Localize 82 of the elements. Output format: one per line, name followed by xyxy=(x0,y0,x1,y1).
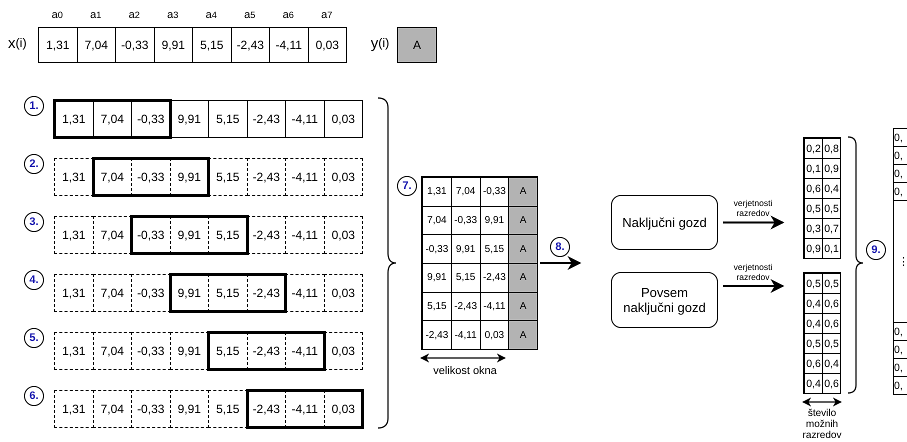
table-cell: 5,15 xyxy=(208,100,248,138)
table-cell: 0,2 xyxy=(804,138,823,159)
table-cell: 1,31 xyxy=(54,216,94,254)
callout-number: 7. xyxy=(397,176,417,196)
table-cell: 7,04 xyxy=(76,27,116,63)
table-cell: -4,11 xyxy=(285,216,324,254)
table-cell: 7,04 xyxy=(92,390,132,428)
table-cell: 7,04 xyxy=(92,274,132,312)
table-cell: A xyxy=(508,292,538,322)
table-cell: 9,91 xyxy=(170,100,209,138)
edge-label: verjetnosti razredov xyxy=(732,197,774,220)
table-cell: ⋮ xyxy=(893,200,907,323)
table-cell: 1,31 xyxy=(422,177,452,207)
table-cell: 0, xyxy=(893,128,907,147)
table-cell: -0,33 xyxy=(115,27,154,63)
table-cell: A xyxy=(397,27,437,63)
table-cell: 1,31 xyxy=(38,27,78,63)
data-table xyxy=(421,176,538,350)
table-cell: A xyxy=(508,320,538,350)
data-table xyxy=(803,272,841,394)
table-cell: A xyxy=(508,234,538,264)
table-cell: 1,31 xyxy=(54,158,94,196)
table-cell: -4,11 xyxy=(285,158,324,196)
table-cell: 0,03 xyxy=(324,158,363,196)
table-cell: 0,9 xyxy=(804,238,823,259)
callout-number: 6. xyxy=(24,386,44,406)
table-cell: -0,33 xyxy=(131,390,170,428)
table-cell: -4,11 xyxy=(285,274,324,312)
table-cell: A xyxy=(508,263,538,293)
arrow xyxy=(723,216,784,230)
table-cell: 7,04 xyxy=(92,332,132,370)
table-cell: 0,03 xyxy=(324,274,363,312)
table-cell: -2,43 xyxy=(246,100,286,138)
callout-number: 8. xyxy=(550,237,570,257)
table-cell: 0,3 xyxy=(804,218,823,239)
edge-label: verjetnosti razredov xyxy=(732,260,774,283)
table-cell: A xyxy=(508,206,538,236)
data-table xyxy=(803,137,841,259)
arrow xyxy=(723,279,784,293)
table-cell: 0,4 xyxy=(804,293,823,314)
table-cell: 0,03 xyxy=(308,27,347,63)
text-label: število možnih razredov xyxy=(802,406,842,442)
callout-number: 4. xyxy=(24,270,44,290)
callout-number: 2. xyxy=(24,154,44,174)
arrow xyxy=(540,256,582,270)
table-cell: 1,31 xyxy=(54,390,94,428)
table-cell: 9,91 xyxy=(170,332,209,370)
process-box: Povsem naključni gozd xyxy=(611,272,718,328)
table-cell: -4,11 xyxy=(285,100,324,138)
table-cell: 5,15 xyxy=(208,390,248,428)
table-cell: A xyxy=(508,177,538,207)
table-cell: 0,5 xyxy=(804,273,823,294)
table-cell: 0,4 xyxy=(804,313,823,334)
table-cell: 0,03 xyxy=(324,332,363,370)
table-cell: 0,6 xyxy=(804,178,823,199)
table-cell: 0, xyxy=(893,376,907,395)
table-cell: 0,03 xyxy=(324,100,363,138)
callout-number: 1. xyxy=(24,96,44,116)
table-cell: 5,15 xyxy=(192,27,232,63)
table-cell: 1,31 xyxy=(54,274,94,312)
process-box: Naključni gozd xyxy=(611,195,718,250)
table-cell: 0,03 xyxy=(324,216,363,254)
table-cell: 1,31 xyxy=(54,332,94,370)
table-cell: 0,6 xyxy=(804,353,823,374)
table-cell: -2,43 xyxy=(246,216,286,254)
table-cell: -2,43 xyxy=(230,27,270,63)
table-cell: 9,91 xyxy=(170,390,209,428)
table-cell: 0,5 xyxy=(804,333,823,354)
table-cell: -4,11 xyxy=(269,27,308,63)
callout-number: 5. xyxy=(24,328,44,348)
text-label: velikost okna xyxy=(432,364,498,378)
table-cell: 0,5 xyxy=(804,198,823,219)
table-cell: 0,1 xyxy=(804,158,823,179)
callout-number: 3. xyxy=(24,212,44,232)
table-cell: -0,33 xyxy=(131,332,170,370)
table-cell: -2,43 xyxy=(246,158,286,196)
table-cell: -0,33 xyxy=(131,274,170,312)
table-cell: 7,04 xyxy=(92,216,132,254)
callout-number: 9. xyxy=(866,240,886,260)
table-cell: 0,4 xyxy=(804,373,823,394)
table-cell: 9,91 xyxy=(154,27,193,63)
table-cell: 5,15 xyxy=(208,158,248,196)
